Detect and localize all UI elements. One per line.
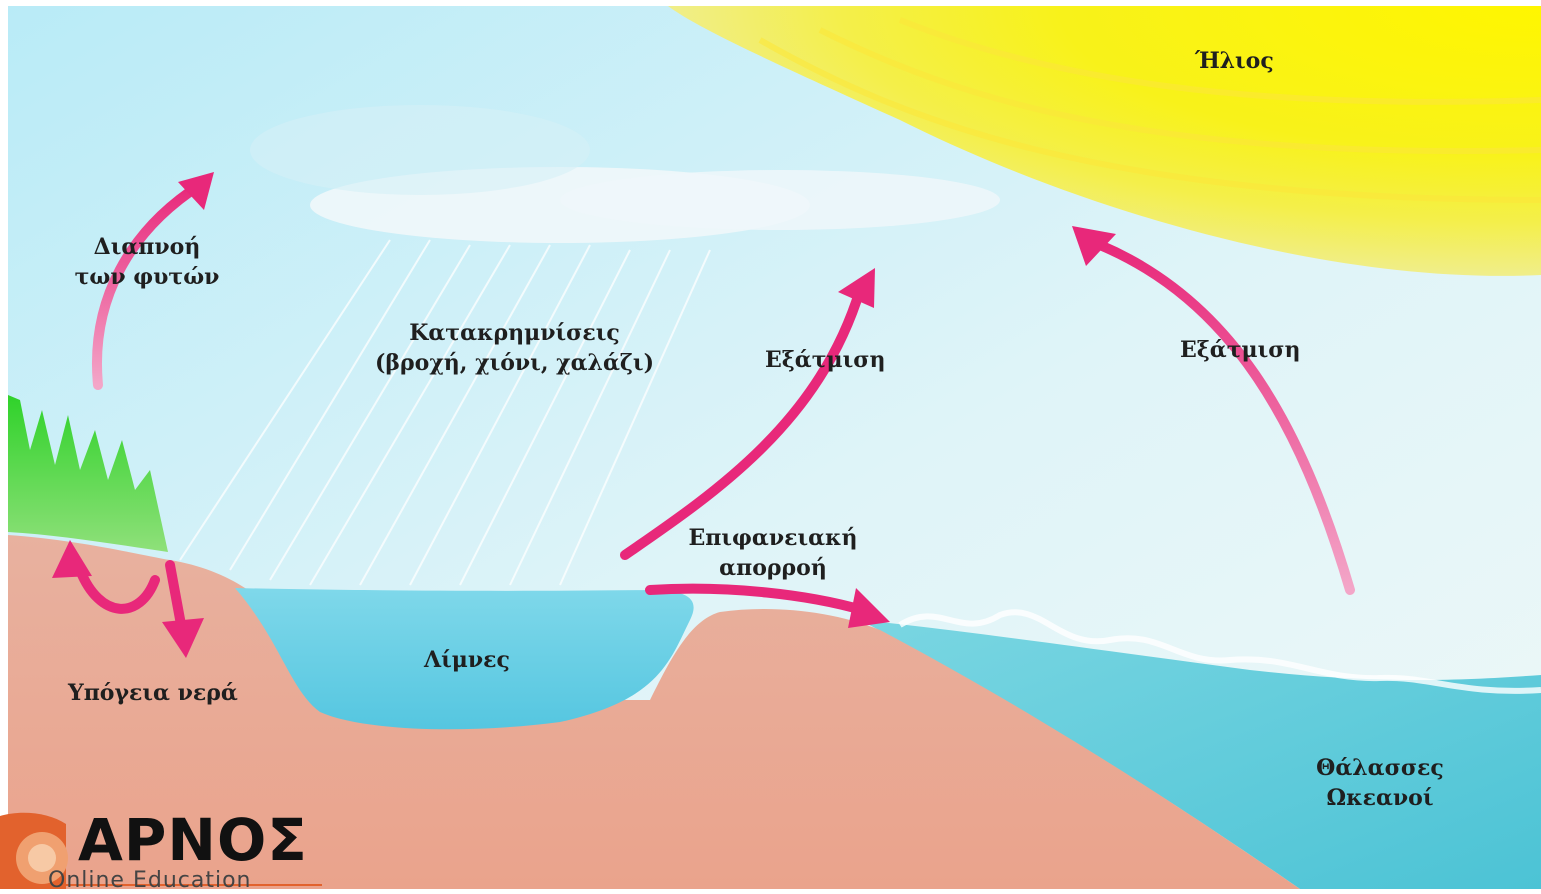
seas-label-line1: Θάλασσες: [1300, 753, 1460, 783]
precipitation-label-line1: Κατακρημνίσεις: [372, 318, 657, 348]
precipitation-label-line2: (βροχή, χιόνι, χαλάζι): [372, 348, 657, 378]
cloud-puff: [250, 105, 590, 195]
evaporation-sea-label: Εξάτμιση: [1180, 335, 1301, 365]
transpiration-label: Διαπνοή των φυτών: [72, 232, 222, 292]
transpiration-label-line1: Διαπνοή: [72, 232, 222, 262]
runoff-label: Επιφανειακή απορροή: [688, 523, 858, 583]
logo-name: ΑΡΝΟΣ: [78, 808, 308, 872]
groundwater-label: Υπόγεια νερά: [68, 678, 238, 708]
runoff-label-line1: Επιφανειακή: [688, 523, 858, 553]
seas-label-line2: Ωκεανοί: [1300, 783, 1460, 813]
evaporation-lake-label: Εξάτμιση: [765, 345, 886, 375]
cloud-puff: [560, 170, 1000, 230]
sun-label: Ήλιος: [1195, 46, 1274, 76]
transpiration-label-line2: των φυτών: [72, 262, 222, 292]
logo-tagline: Online Education: [48, 868, 251, 894]
runoff-label-line2: απορροή: [688, 553, 858, 583]
seas-label: Θάλασσες Ωκεανοί: [1300, 753, 1460, 813]
lakes-label: Λίμνες: [424, 645, 510, 675]
precipitation-label: Κατακρημνίσεις (βροχή, χιόνι, χαλάζι): [372, 318, 657, 378]
